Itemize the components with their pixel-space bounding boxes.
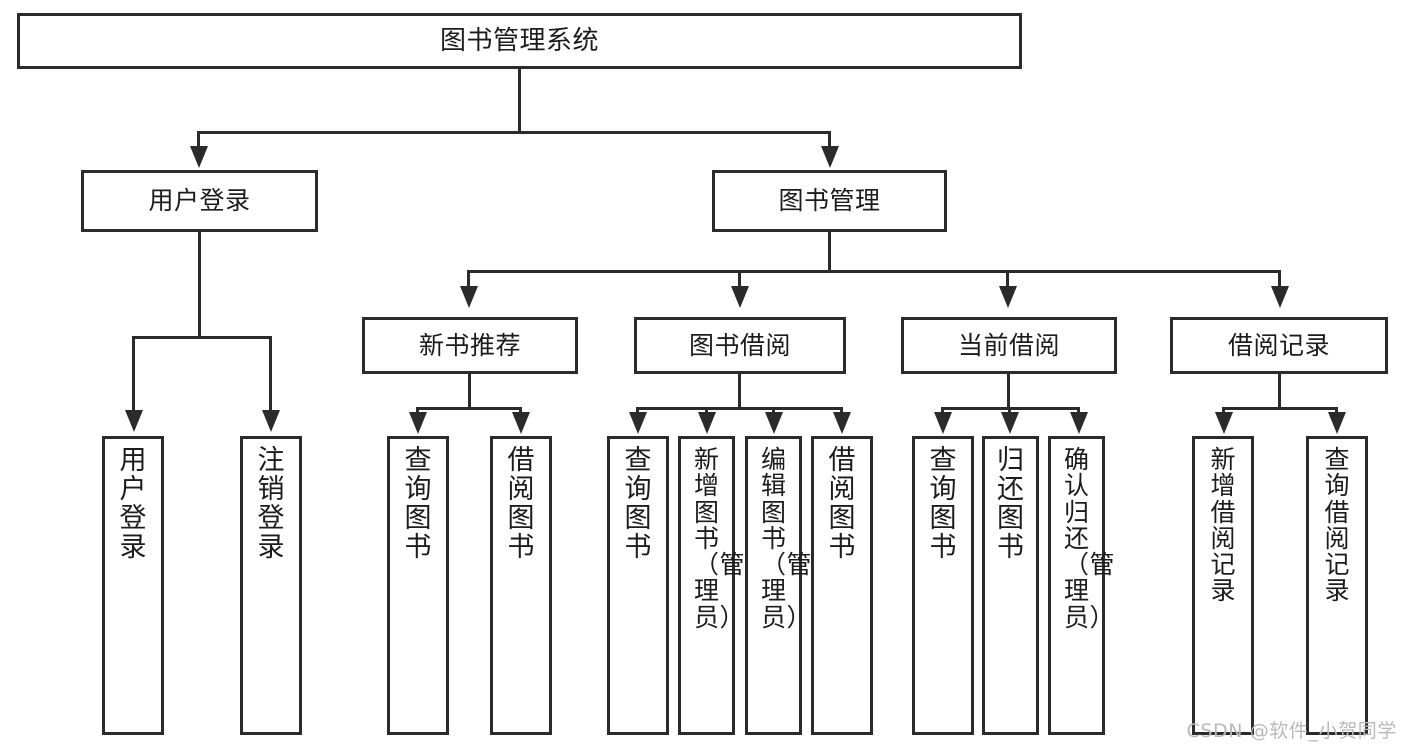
- node-book-borrow[interactable]: 图书借阅: [634, 317, 846, 374]
- node-label: 图书管理: [778, 186, 881, 216]
- node-label: 查询图书: [624, 445, 652, 563]
- arrowhead-to-book-borrow: [731, 286, 749, 308]
- node-label: 查询借阅记录: [1324, 445, 1351, 606]
- arrowhead-to-leaf-borrow-book-2: [833, 412, 851, 434]
- arrowhead-to-leaf-edit-book: [765, 412, 783, 434]
- node-label: 借阅图书: [507, 445, 535, 563]
- connector-cb-drop-3: [1077, 407, 1080, 415]
- connector-bb-bus: [636, 407, 843, 410]
- connector-nbr-drop-2: [519, 407, 522, 415]
- arrowhead-to-book-manage: [821, 146, 839, 168]
- node-user-login[interactable]: 用户登录: [81, 170, 318, 232]
- node-label: 注销登录: [257, 445, 285, 563]
- node-leaf-edit-book[interactable]: 编辑图书（管理员）: [745, 436, 813, 735]
- node-label: 当前借阅: [957, 330, 1060, 360]
- node-leaf-confirm-return[interactable]: 确认归还（管理员）: [1048, 436, 1116, 735]
- arrowhead-to-leaf-logout-login: [262, 410, 280, 432]
- node-leaf-user-login[interactable]: 用户登录: [102, 436, 164, 735]
- node-borrow-record[interactable]: 借阅记录: [1170, 317, 1388, 374]
- node-label: 查询图书: [929, 445, 957, 563]
- connector-bb-stem: [738, 374, 741, 408]
- node-label: 编辑图书（管理员）: [761, 445, 813, 632]
- node-leaf-borrow-book-2[interactable]: 借阅图书: [811, 436, 873, 735]
- connector-nbr-stem: [468, 374, 471, 408]
- connector-book-manage-stem: [828, 232, 831, 271]
- connector-level3-drop-3: [1006, 270, 1009, 288]
- node-label: 用户登录: [148, 186, 251, 216]
- connector-cb-stem: [1007, 374, 1010, 408]
- connector-root-drop-right: [828, 131, 831, 149]
- arrowhead-to-leaf-user-login: [125, 410, 143, 432]
- node-leaf-borrow-book-1[interactable]: 借阅图书: [490, 436, 552, 735]
- arrowhead-to-leaf-query-book-2: [629, 412, 647, 434]
- connector-nbr-drop-1: [416, 407, 419, 415]
- node-label: 图书借阅: [688, 330, 791, 360]
- connector-user-login-bus: [132, 336, 272, 339]
- node-label: 归还图书: [997, 445, 1025, 563]
- arrowhead-to-borrow-record: [1271, 286, 1289, 308]
- node-label: 确认归还（管理员）: [1064, 445, 1116, 632]
- node-leaf-query-book-2[interactable]: 查询图书: [607, 436, 669, 735]
- node-label: 新增图书（管理员）: [694, 445, 746, 632]
- arrowhead-to-current-borrow: [999, 286, 1017, 308]
- node-current-borrow[interactable]: 当前借阅: [901, 317, 1117, 374]
- node-label: 新书推荐: [418, 330, 521, 360]
- connector-br-bus: [1222, 407, 1338, 410]
- connector-cb-drop-1: [941, 407, 944, 415]
- node-leaf-query-book-1[interactable]: 查询图书: [387, 436, 449, 735]
- node-label: 新增借阅记录: [1210, 445, 1237, 606]
- arrowhead-to-leaf-query-book-1: [409, 412, 427, 434]
- arrowhead-to-leaf-add-book: [698, 412, 716, 434]
- connector-bb-drop-2: [705, 407, 708, 415]
- connector-root-stem: [518, 69, 521, 131]
- arrowhead-to-leaf-return-book: [1001, 412, 1019, 434]
- connector-user-login-drop-2: [269, 336, 272, 412]
- connector-bb-drop-1: [636, 407, 639, 415]
- node-root-book-management-system[interactable]: 图书管理系统: [17, 13, 1022, 69]
- connector-nbr-bus: [416, 407, 522, 410]
- connector-br-stem: [1278, 374, 1281, 408]
- arrowhead-to-leaf-query-borrow-record: [1328, 412, 1346, 434]
- connector-root-bus: [197, 131, 831, 134]
- connector-level3-drop-4: [1278, 270, 1281, 288]
- arrowhead-to-leaf-add-borrow-record: [1215, 412, 1233, 434]
- node-leaf-add-book[interactable]: 新增图书（管理员）: [678, 436, 746, 735]
- arrowhead-to-user-login: [190, 146, 208, 168]
- connector-root-drop-left: [197, 131, 200, 149]
- node-label: 图书管理系统: [439, 25, 599, 56]
- connector-user-login-drop-1: [132, 336, 135, 412]
- connector-bb-drop-3: [772, 407, 775, 415]
- connector-br-drop-2: [1335, 407, 1338, 415]
- arrowhead-to-leaf-query-book-3: [934, 412, 952, 434]
- node-leaf-query-borrow-record[interactable]: 查询借阅记录: [1306, 436, 1368, 735]
- arrowhead-to-new-book-recommend: [460, 286, 478, 308]
- node-leaf-logout-login[interactable]: 注销登录: [240, 436, 302, 735]
- connector-cb-drop-2: [1008, 407, 1011, 415]
- watermark-csdn: CSDN @软件_小贺同学: [1186, 720, 1397, 742]
- node-book-manage[interactable]: 图书管理: [712, 170, 947, 232]
- node-label: 用户登录: [119, 445, 147, 563]
- node-leaf-query-book-3[interactable]: 查询图书: [912, 436, 974, 735]
- arrowhead-to-leaf-confirm-return: [1070, 412, 1088, 434]
- node-leaf-return-book[interactable]: 归还图书: [982, 436, 1039, 735]
- node-label: 查询图书: [404, 445, 432, 563]
- connector-book-manage-bus: [467, 270, 1281, 273]
- arrowhead-to-leaf-borrow-book-1: [512, 412, 530, 434]
- connector-br-drop-1: [1222, 407, 1225, 415]
- node-label: 借阅记录: [1227, 330, 1330, 360]
- connector-level3-drop-2: [738, 270, 741, 288]
- node-label: 借阅图书: [828, 445, 856, 563]
- connector-user-login-stem: [198, 232, 201, 336]
- connector-level3-drop-1: [467, 270, 470, 288]
- node-new-book-recommend[interactable]: 新书推荐: [362, 317, 578, 374]
- node-leaf-add-borrow-record[interactable]: 新增借阅记录: [1192, 436, 1254, 735]
- connector-bb-drop-4: [840, 407, 843, 415]
